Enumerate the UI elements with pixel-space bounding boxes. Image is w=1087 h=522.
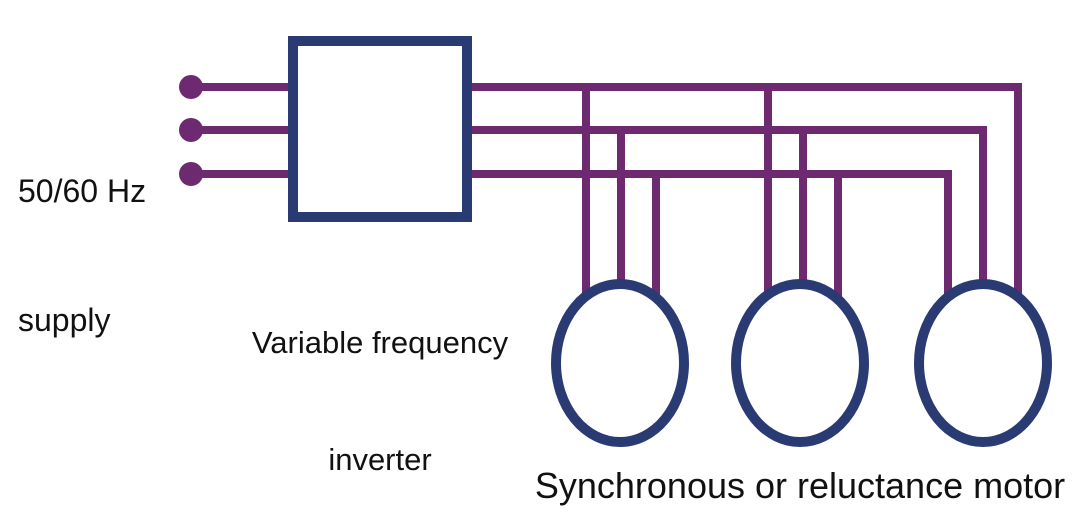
- supply-phase-wires: [179, 75, 293, 186]
- inverter-label-line1: Variable frequency: [251, 325, 509, 360]
- motors: [551, 279, 1052, 447]
- supply-label: 50/60 Hz supply: [18, 84, 146, 428]
- inverter-box: [288, 36, 472, 222]
- motor-symbol-2: [731, 279, 869, 447]
- bus-wire-phase-1: [467, 83, 1022, 320]
- motor-label: Synchronous or reluctance motor: [534, 465, 1066, 506]
- bus-wire-phase-2: [467, 126, 987, 320]
- supply-label-line1: 50/60 Hz: [18, 173, 147, 209]
- inverter-label: Variable frequency inverter: [205, 245, 555, 522]
- bus-wire-phase-3: [467, 170, 952, 320]
- supply-label-line2: supply: [18, 302, 111, 338]
- supply-terminal-dot-1: [179, 75, 203, 99]
- inverter-label-line2: inverter: [328, 442, 432, 477]
- supply-terminal-dot-3: [179, 162, 203, 186]
- motor-symbol-1: [551, 279, 689, 447]
- supply-terminal-dot-2: [179, 118, 203, 142]
- motor-symbol-3: [914, 279, 1052, 447]
